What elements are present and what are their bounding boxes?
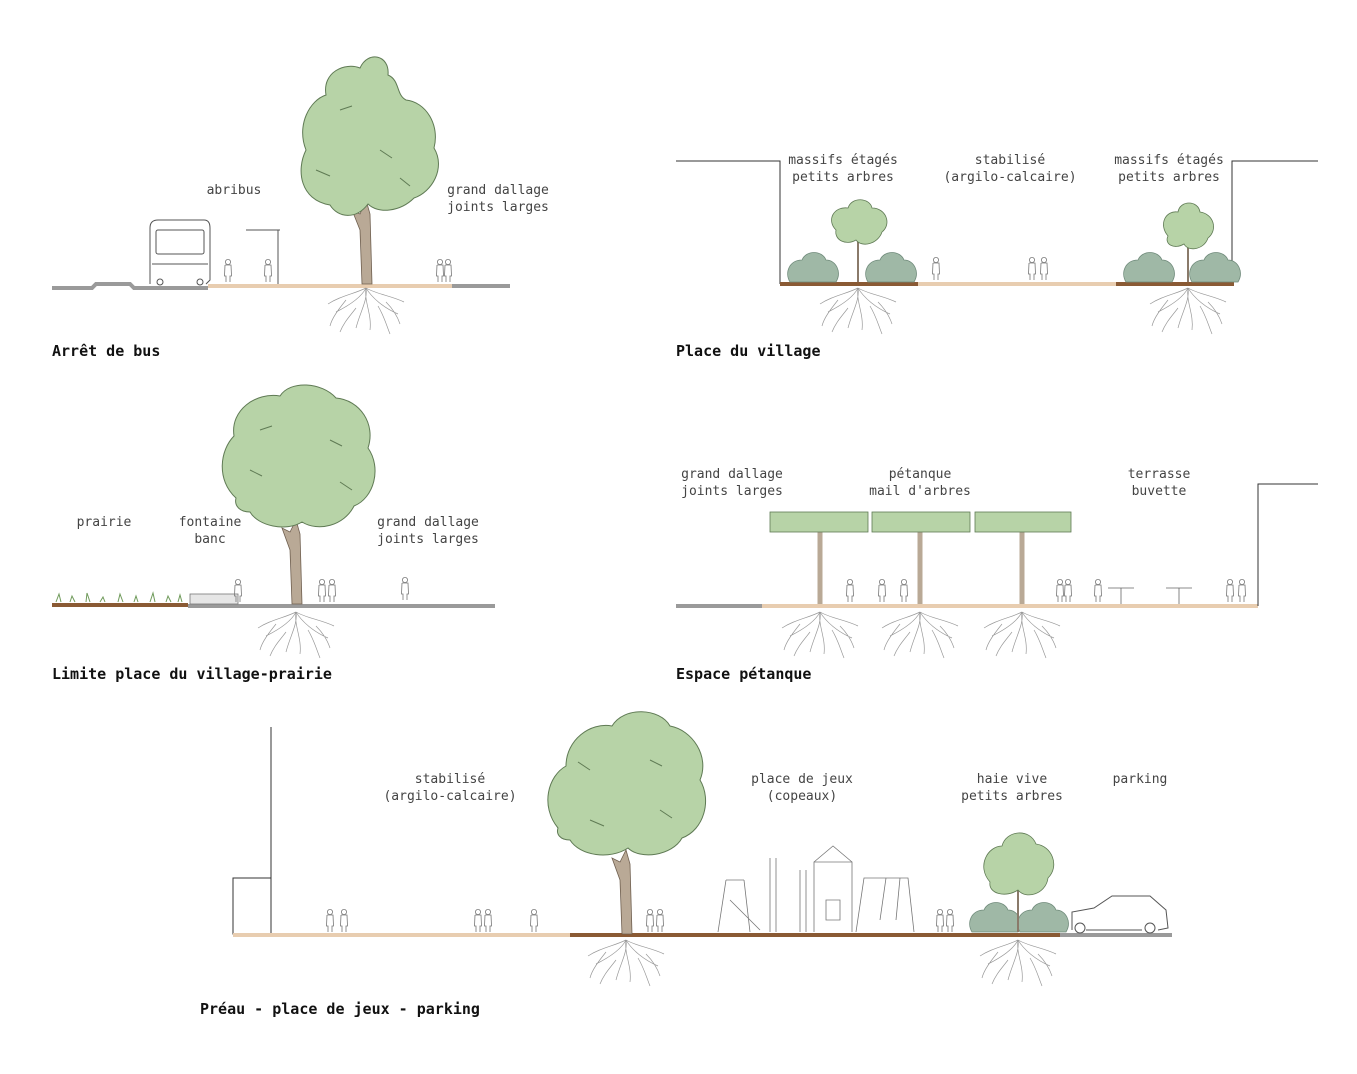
- building-edge-right: [1231, 160, 1318, 284]
- tree-icon: [300, 56, 439, 285]
- label-place-de-jeux: place de jeux(copeaux): [751, 772, 853, 804]
- tree-icon: [547, 711, 707, 935]
- fountain-bench: [189, 593, 239, 605]
- section-title-bus: Arrêt de bus: [52, 342, 161, 360]
- small-tree-icon: [1163, 202, 1214, 282]
- bus-icon: [149, 219, 211, 286]
- label-stabilise: stabilisé(argilo-calcaire): [943, 153, 1077, 185]
- building-edge-left: [676, 160, 781, 284]
- road-surface: [52, 282, 208, 290]
- section-title-village: Place du village: [676, 342, 821, 360]
- section-bus: [52, 56, 510, 335]
- pruned-tree-icon: [974, 511, 1072, 604]
- section-title-petanque: Espace pétanque: [676, 665, 812, 683]
- section-limite: [52, 384, 495, 659]
- section-title-limite: Limite place du village-prairie: [52, 665, 332, 683]
- bus-shelter-icon: [246, 229, 280, 284]
- section-title-preau: Préau - place de jeux - parking: [200, 1000, 480, 1018]
- building-edge: [1257, 483, 1318, 606]
- label-prairie: prairie: [76, 515, 132, 530]
- section-petanque: [676, 483, 1318, 659]
- section-preau: [232, 711, 1172, 987]
- preau-box: [232, 877, 272, 935]
- pruned-tree-icon: [769, 511, 869, 604]
- cafe-table-icon: [1108, 587, 1192, 604]
- tree-icon: [221, 384, 376, 605]
- meadow-grass: [55, 591, 183, 603]
- car-icon: [1071, 895, 1169, 934]
- pruned-tree-icon: [871, 511, 971, 604]
- label-stabilise: stabilisé(argilo-calcaire): [383, 772, 517, 804]
- small-tree-icon: [983, 832, 1055, 932]
- small-tree-icon: [831, 199, 888, 282]
- label-parking: parking: [1112, 772, 1168, 787]
- playground-icon: [717, 845, 915, 933]
- section-village: [676, 160, 1318, 335]
- label-abribus: abribus: [206, 183, 262, 198]
